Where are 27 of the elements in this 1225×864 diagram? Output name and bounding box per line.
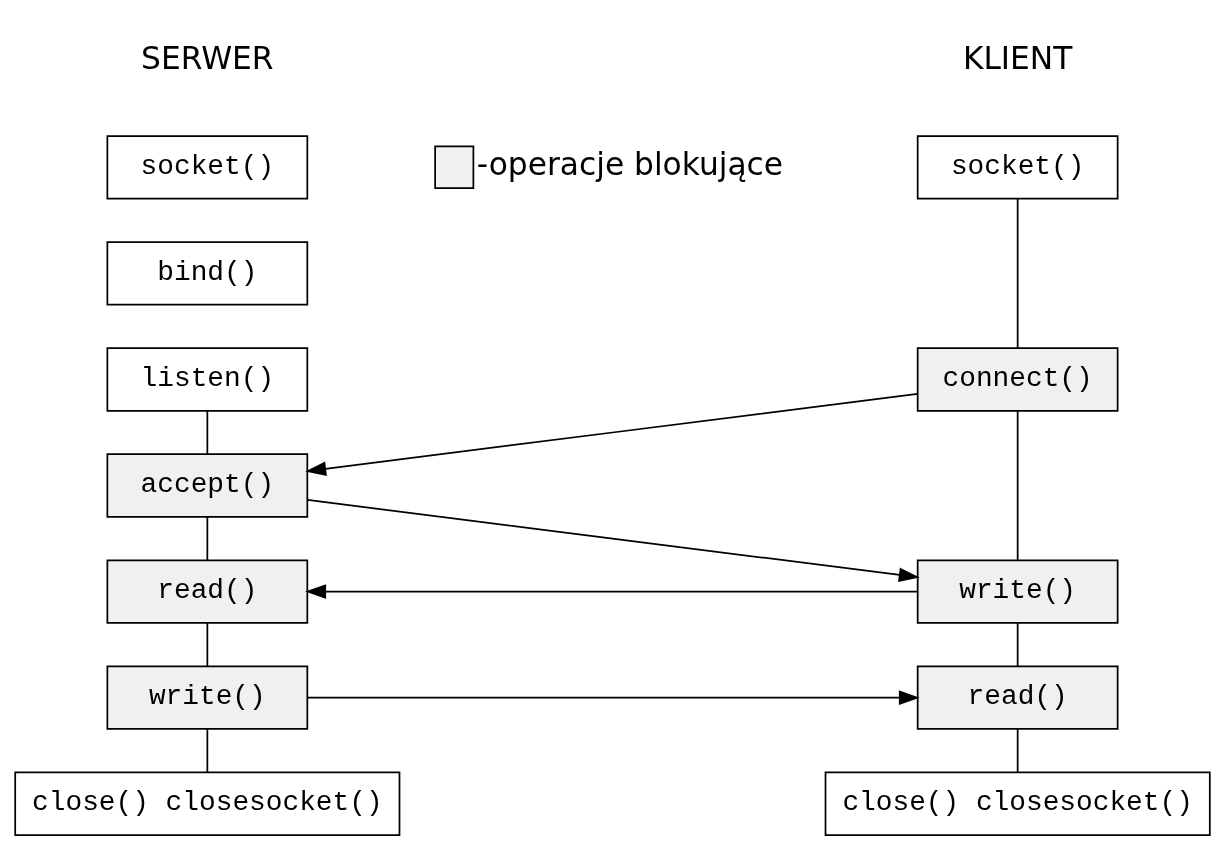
node-box: close() closesocket() [824,771,1211,836]
node-box: read() [916,665,1119,730]
node-box: read() [106,558,309,624]
connector [206,515,209,561]
arrow [306,689,920,705]
label: KLIENT [962,39,1073,76]
arrow [305,392,919,476]
node-box: bind() [106,240,309,306]
node-box: write() [916,558,1119,624]
node-box: accept() [106,452,309,518]
connector [1016,197,1019,349]
node-box: write() [106,665,309,730]
connector [206,621,209,667]
node-box: socket() [916,134,1119,199]
connector [206,409,209,455]
legend-label: -operacje blokujące [476,145,784,182]
node-box: connect() [916,346,1119,412]
connector [206,727,209,773]
node-box: close() closesocket() [14,771,401,836]
arrow [305,583,918,599]
label: SERWER [141,39,274,76]
node-box: socket() [106,134,309,199]
connector [1016,621,1019,667]
arrow [306,498,920,582]
connector [1016,409,1019,561]
connector [1016,727,1019,773]
node-box: listen() [106,346,309,412]
